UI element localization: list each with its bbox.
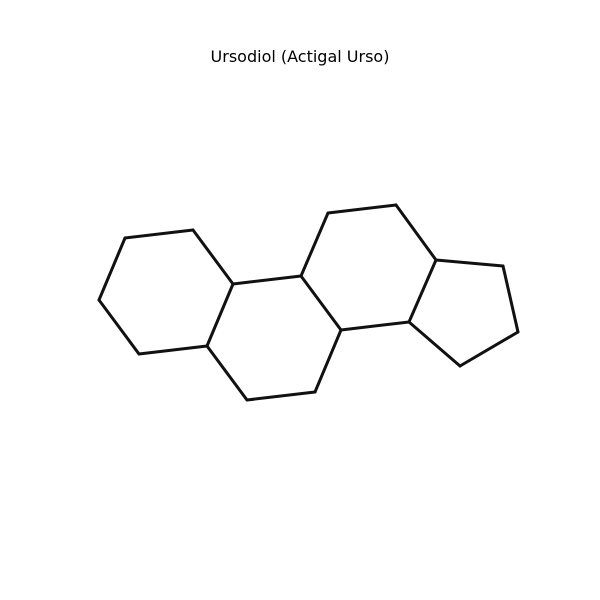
bond-line xyxy=(434,258,505,268)
bond-line xyxy=(299,211,330,278)
bond-line xyxy=(97,298,141,356)
bond-line xyxy=(326,203,398,215)
bond-line xyxy=(339,320,411,332)
bond-line xyxy=(231,274,303,286)
bond-line xyxy=(501,264,520,334)
bond-line xyxy=(407,320,462,368)
bond-line xyxy=(137,344,209,356)
bond-line xyxy=(97,236,127,302)
bond-line xyxy=(394,203,438,262)
bond-line xyxy=(205,282,235,348)
bond-line xyxy=(299,274,343,332)
bond-line xyxy=(245,390,317,402)
bond-line xyxy=(205,344,249,402)
bond-line xyxy=(407,258,438,324)
molecule-title: Ursodiol (Actigal Urso) xyxy=(210,47,390,66)
bond-line xyxy=(123,228,195,240)
bond-line xyxy=(313,328,343,394)
bond-line xyxy=(458,330,520,368)
bond-line xyxy=(191,228,235,286)
